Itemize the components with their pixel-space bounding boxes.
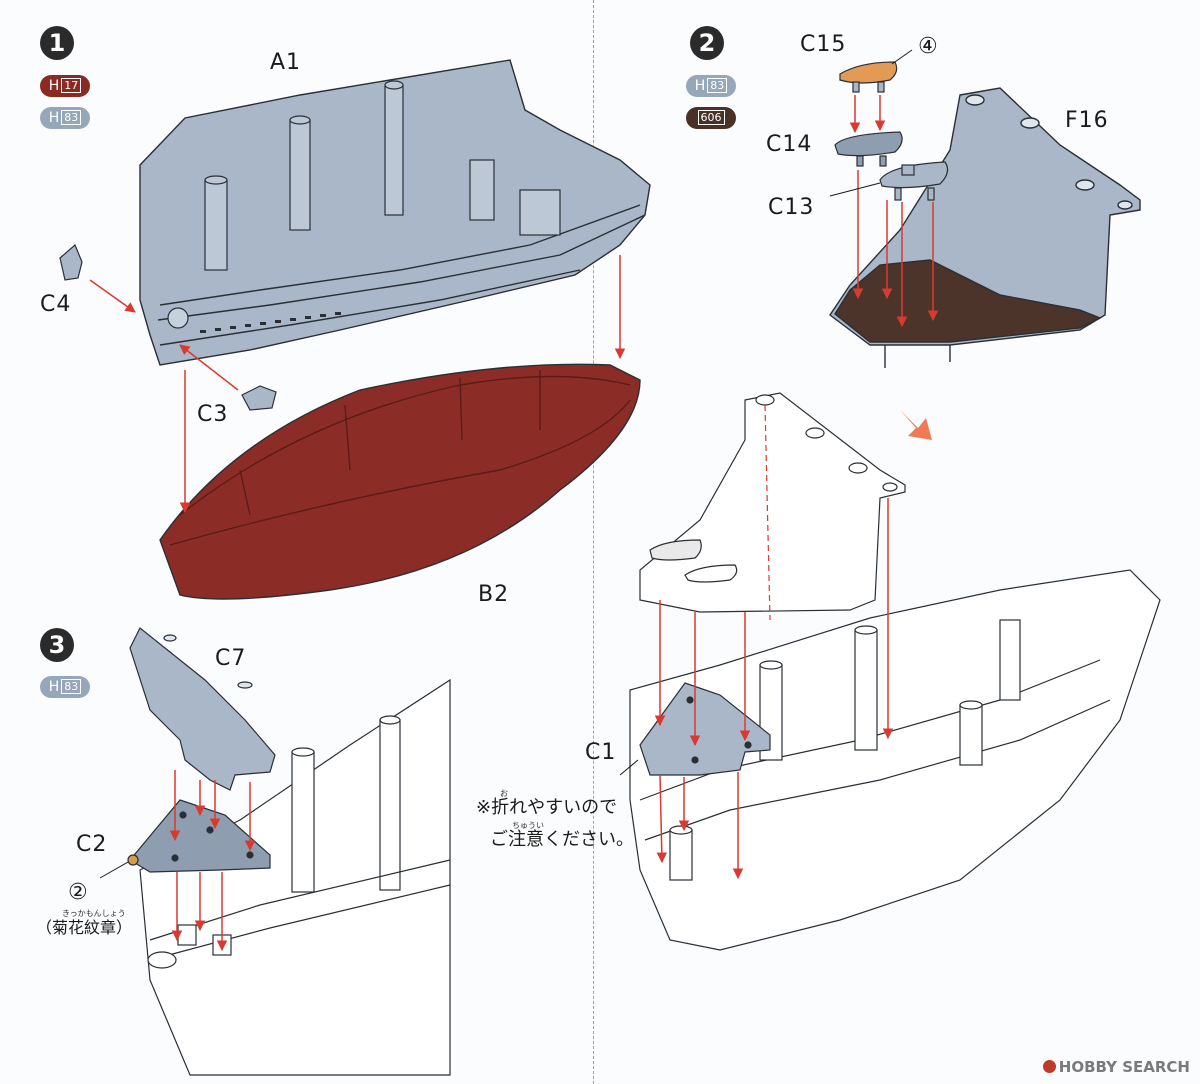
part-label-c4: C4	[40, 292, 72, 317]
step-3-number: 3	[40, 628, 74, 662]
part-c14-boat	[834, 131, 903, 167]
paint-prefix: H	[48, 110, 60, 126]
decal-callout-2: ②	[68, 880, 88, 905]
part-label-c15: C15	[800, 32, 847, 57]
step3-arrows	[169, 770, 256, 952]
part-c13-boat	[879, 161, 949, 201]
part-c3	[241, 385, 277, 411]
part-label-c7: C7	[215, 646, 247, 671]
a1-bow-crest-mount	[167, 307, 189, 329]
part-b2-red-hull	[159, 363, 641, 600]
paint-prefix: H	[48, 78, 60, 94]
step-1-number: 1	[40, 26, 74, 60]
part-c2	[127, 799, 271, 873]
part-label-c13: C13	[768, 195, 815, 220]
paint-prefix: H	[694, 78, 706, 94]
paint-code: 83	[61, 110, 82, 125]
step1-arrows	[89, 255, 626, 514]
step-2-number: 2	[690, 26, 724, 60]
decal-4-leader	[891, 49, 913, 65]
step3-ship-outline	[139, 678, 451, 1076]
paint-code: 606	[697, 110, 725, 125]
part-c15-boat	[839, 61, 898, 93]
fold-line	[593, 0, 594, 1084]
step2-result-arrows	[654, 498, 894, 880]
orange-direction-arrow	[900, 410, 932, 440]
paint-606-badge: 606	[686, 107, 736, 129]
paint-code: 83	[61, 679, 82, 694]
part-c4	[59, 244, 83, 281]
part-label-c2: C2	[76, 832, 108, 857]
a1-funnels	[204, 80, 561, 271]
part-label-a1: A1	[270, 50, 302, 75]
watermark-text: HOBBY SEARCH	[1058, 1058, 1190, 1076]
part-label-c1: C1	[585, 740, 617, 765]
decal-2-note: （菊花紋章）	[36, 918, 133, 937]
paint-prefix: H	[48, 679, 60, 695]
step2-arrows	[849, 95, 939, 328]
fragile-note-line1: ※折れやすいので	[476, 797, 618, 818]
part-c1	[639, 682, 771, 776]
fragile-note-line2: ご注意ください。	[490, 829, 634, 850]
decal-2-leader	[99, 861, 129, 879]
part-c7	[129, 627, 276, 791]
watermark: HOBBY SEARCH	[1042, 1058, 1190, 1076]
hobby-search-logo-icon	[1042, 1060, 1056, 1073]
part-label-f16: F16	[1065, 108, 1109, 133]
note-ruby-chuui: ちゅうい	[512, 821, 544, 830]
paint-code: 17	[61, 78, 82, 93]
part-label-c3: C3	[197, 402, 229, 427]
part-label-c14: C14	[766, 132, 813, 157]
decal-2-ruby: きっかもんしょう	[62, 909, 126, 918]
part-label-b2: B2	[478, 582, 510, 607]
decal-callout-4: ④	[918, 34, 938, 59]
step2-result-superstructure	[639, 392, 906, 621]
a1-portholes	[200, 312, 341, 333]
paint-code: 83	[707, 78, 728, 93]
c1-leader	[619, 759, 639, 776]
note-ruby-ore: お	[500, 789, 508, 798]
c13-leader	[829, 182, 881, 197]
